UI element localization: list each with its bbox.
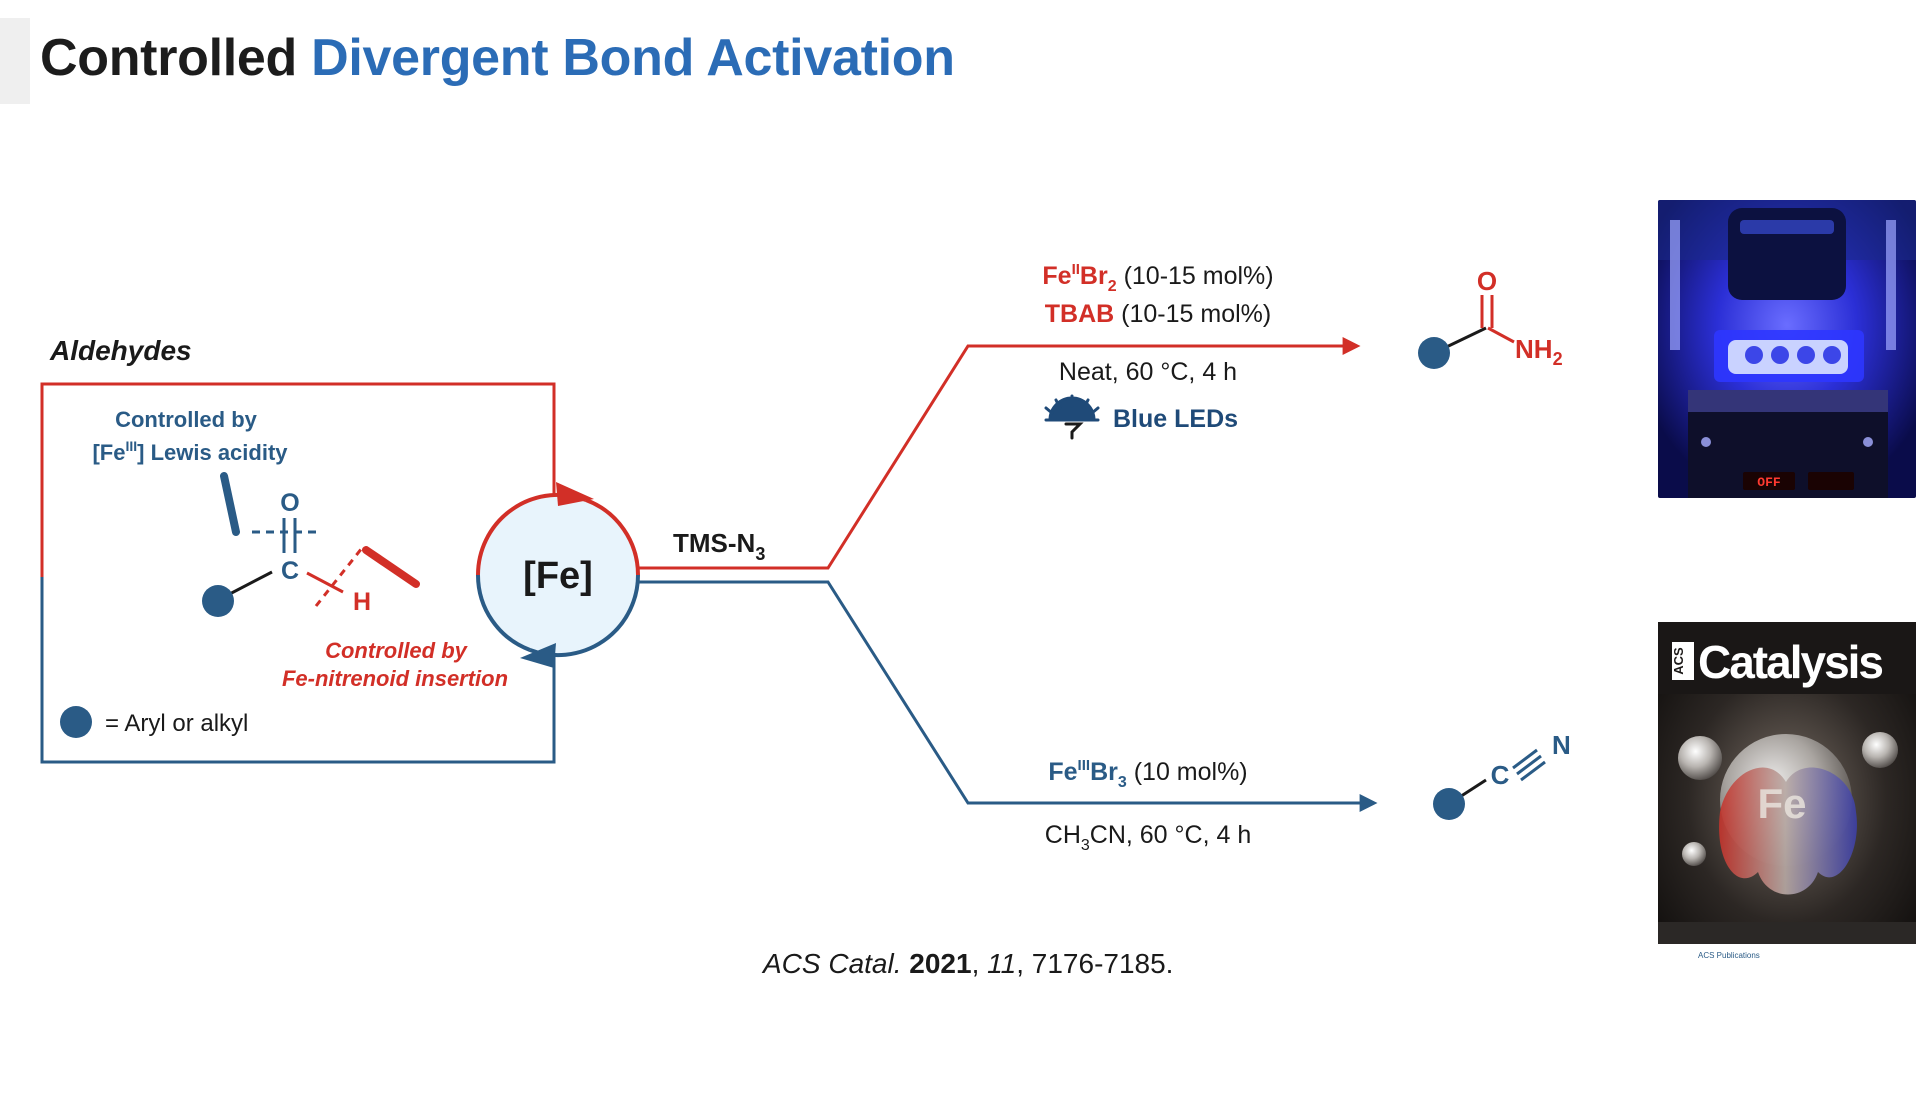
upper-condition-iron: FeIIBr2 (10-15 mol%): [1042, 261, 1273, 295]
amide-cn-bond: [1487, 326, 1515, 344]
catalyst-circle-fill: [478, 495, 638, 655]
blue-led-icon: [1044, 394, 1100, 440]
upper-condition-additive: TBAB (10-15 mol%): [1045, 300, 1271, 328]
catalyst-cycle: [Fe]: [475, 482, 641, 668]
cover-fe-text: Fe: [1757, 780, 1806, 827]
atom-oxygen: O: [280, 489, 299, 517]
atom-carbon: C: [281, 557, 299, 585]
title-part-dark: Controlled: [40, 29, 297, 87]
nitrile-triple-a: [1512, 748, 1538, 770]
citation-pages: 7176-7185.: [1031, 948, 1174, 979]
nitrile-triple-b: [1516, 754, 1542, 776]
outline-red: [40, 382, 556, 577]
lower-condition-iron: FeIIIBr3 (10 mol%): [1048, 757, 1247, 791]
lower-branch-line: [638, 580, 1378, 812]
catalyst-label: [Fe]: [523, 555, 593, 597]
reactor-photo-illustration: OFF: [1658, 200, 1916, 498]
nitrile-carbon: C: [1491, 760, 1510, 790]
lower-condition-solvent: CH3CN, 60 °C, 4 h: [1045, 821, 1251, 854]
nitrile-product: C N: [1433, 730, 1571, 820]
aryl-substituent-dot: [202, 585, 234, 617]
lewis-label-line1: Controlled by: [115, 407, 258, 432]
amide-aryl-dot: [1418, 337, 1450, 369]
citation-year: 2021: [909, 948, 972, 979]
upper-branch-line: [638, 337, 1361, 570]
reactor-photo: OFF: [1658, 200, 1916, 498]
lewis-acid-wedge: [220, 472, 240, 536]
blue-led-label: Blue LEDs: [1113, 405, 1238, 433]
nitrile-nitrogen: N: [1552, 730, 1571, 760]
reagent-label: TMS-N3: [673, 528, 765, 564]
nitrile-triple-c: [1520, 760, 1546, 782]
cycle-arc-red-right: [585, 498, 641, 576]
cycle-arrowhead-red: [556, 482, 594, 506]
journal-cover: ACS Catalysis Fe ACS Publications: [1658, 622, 1916, 964]
outline-box: [40, 382, 556, 764]
nitrenoid-wedge: [362, 546, 420, 588]
cycle-arc-blue-left: [475, 574, 531, 652]
nitrenoid-label-line1: Controlled by: [325, 638, 469, 663]
aldehydes-heading: Aldehydes: [49, 335, 192, 366]
cover-journal-name: Catalysis: [1698, 636, 1882, 688]
nitrile-aryl-dot: [1433, 788, 1465, 820]
nitrenoid-label-line2: Fe-nitrenoid insertion: [282, 666, 508, 691]
citation-volume: 11: [987, 948, 1017, 979]
amide-oxygen: O: [1477, 266, 1497, 296]
atom-hydrogen: H: [353, 588, 371, 616]
slide-corner-tab: [0, 18, 30, 104]
legend-text: = Aryl or alkyl: [105, 710, 248, 737]
reactor-display-text: OFF: [1757, 475, 1781, 490]
legend-dot: [60, 706, 92, 738]
cover-acs-text: ACS: [1671, 647, 1686, 675]
upper-condition-temp: Neat, 60 °C, 4 h: [1059, 358, 1237, 386]
citation-journal: ACS Catal.: [763, 948, 902, 979]
cycle-arrowhead-blue: [520, 643, 556, 668]
title-part-blue: Divergent Bond Activation: [311, 29, 955, 87]
aldehyde-structure: O C H: [202, 472, 420, 617]
citation-text: ACS Catal. 2021, 11, 7176-7185.: [763, 948, 1174, 979]
amide-nitrogen: NH2: [1515, 334, 1563, 369]
slide-title: Controlled Divergent Bond Activation: [40, 28, 955, 88]
lewis-label-line2: [FeIII] Lewis acidity: [92, 438, 288, 465]
carbon-hydrogen-bond: [306, 571, 344, 594]
cover-publisher: ACS Publications: [1698, 951, 1760, 960]
outline-blue: [40, 577, 556, 764]
journal-cover-illustration: ACS Catalysis Fe ACS Publications: [1658, 622, 1916, 964]
amide-product: O NH2: [1418, 266, 1563, 369]
